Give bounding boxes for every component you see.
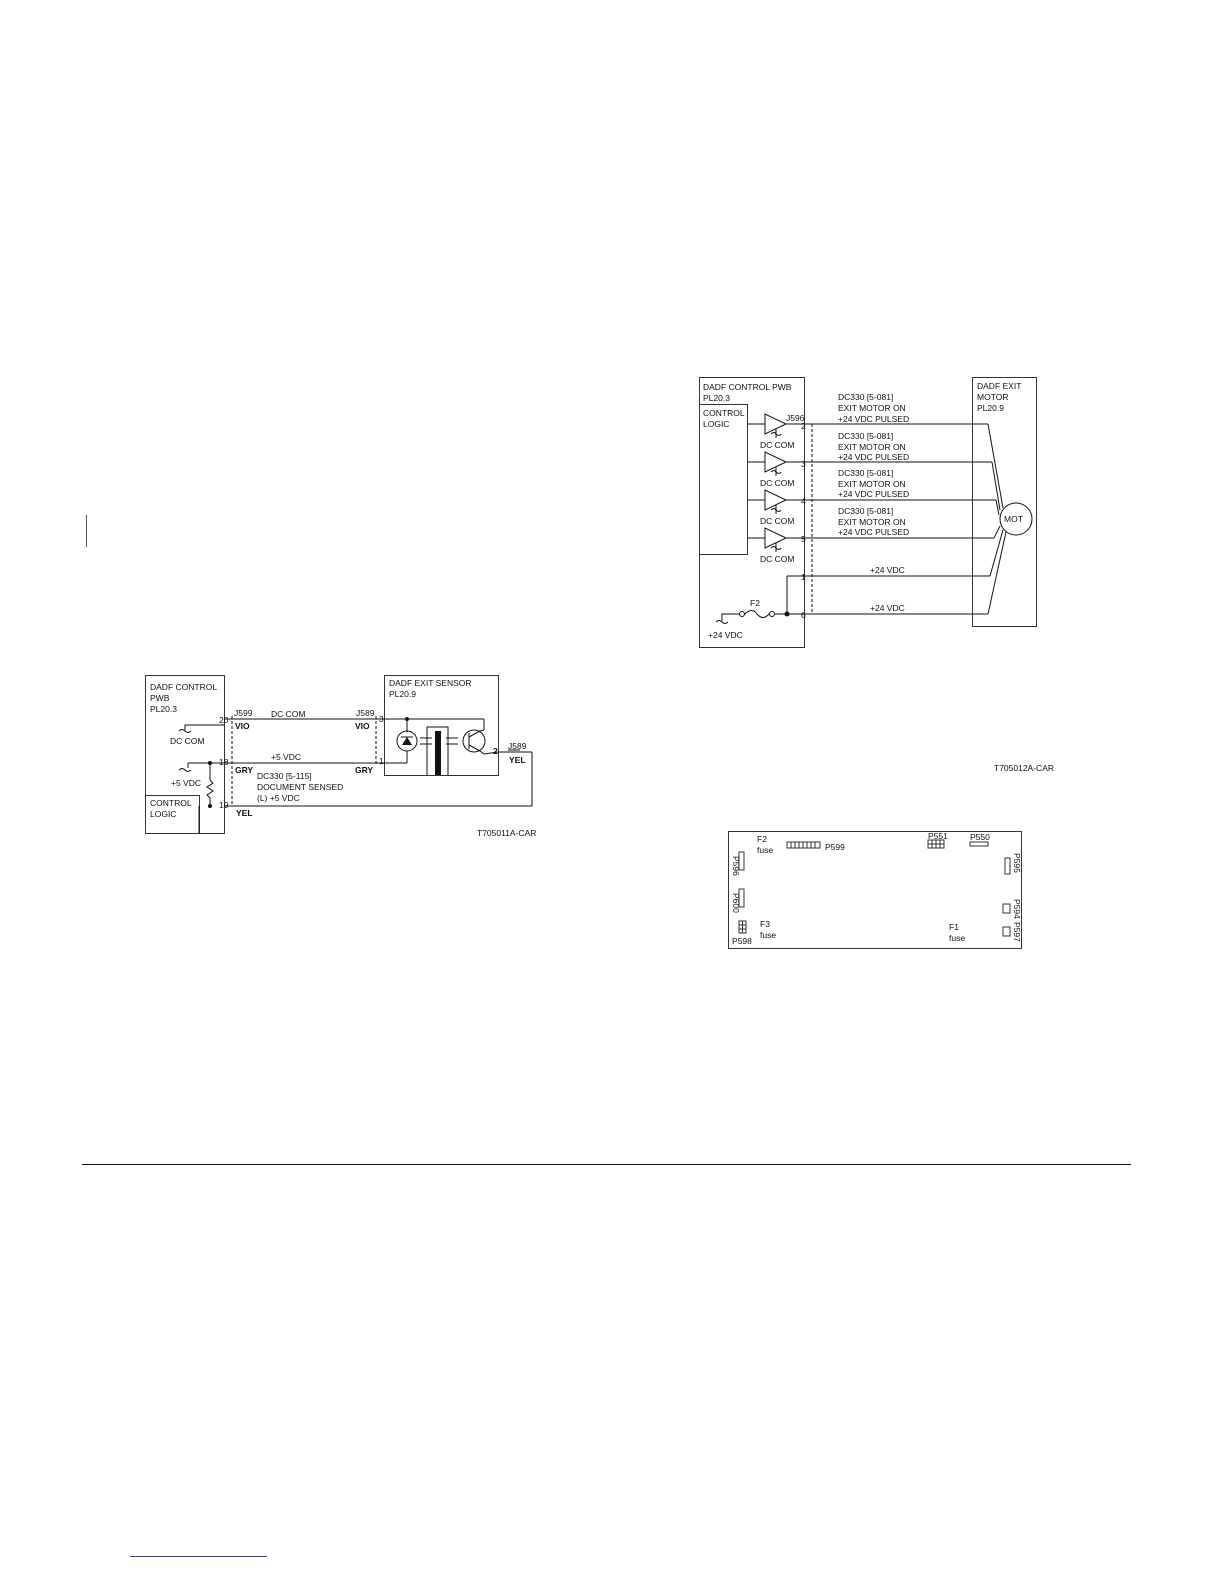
board-p598: P598	[732, 936, 752, 946]
left-pwb-title-2: PWB	[150, 693, 170, 703]
board-p599: P599	[825, 842, 845, 852]
board-f2: F2	[757, 834, 767, 844]
signal-4-note-1: DC330 [5-081]	[838, 468, 894, 478]
wire-vio-left: VIO	[235, 721, 250, 731]
driver-3	[764, 451, 812, 476]
sensor-title-2: PL20.9	[389, 689, 416, 699]
dc-com-ground-label: DC COM	[170, 736, 205, 746]
left-control-logic-2: LOGIC	[150, 809, 177, 819]
change-bar	[86, 515, 87, 547]
board-p550: P550	[970, 832, 990, 842]
signal-2-note-2: EXIT MOTOR ON	[838, 403, 906, 413]
driver-5	[764, 527, 812, 552]
conn-j599: J599	[234, 708, 253, 718]
signal-3-note-3: +24 VDC PULSED	[838, 452, 910, 462]
wire-yel-right: YEL	[509, 755, 526, 765]
connector-j596: J596	[786, 413, 805, 423]
pin-6: 6	[801, 610, 806, 620]
signal-note-1: DC330 [5-115]	[257, 771, 312, 781]
driver-2	[764, 413, 812, 438]
board-p600: P600	[731, 893, 741, 913]
wire-vio-right: VIO	[355, 721, 370, 731]
pin-18: 18	[219, 757, 229, 767]
left-figure-id: T705011A-CAR	[477, 828, 537, 838]
plus5-source-label: +5 VDC	[171, 778, 201, 788]
pin-19: 19	[219, 800, 229, 810]
board-p594: P594	[1012, 899, 1022, 919]
board-p595: P595	[1012, 853, 1022, 873]
signal-2-note-3: +24 VDC PULSED	[838, 414, 910, 424]
pin-3: 3	[379, 714, 384, 724]
pin-2: 2	[801, 421, 806, 431]
signal-3-note-1: DC330 [5-081]	[838, 431, 894, 441]
board-f3: F3	[760, 919, 770, 929]
signal-note-2: DOCUMENT SENSED	[257, 782, 344, 792]
right-control-logic-2: LOGIC	[703, 419, 730, 429]
board-p597: P597	[1012, 922, 1022, 942]
dc-com-line-label: DC COM	[271, 709, 306, 719]
right-control-logic-1: CONTROL	[703, 408, 745, 418]
signal-4-note-3: +24 VDC PULSED	[838, 489, 910, 499]
pin-5: 5	[801, 534, 806, 544]
left-pwb-title-3: PL20.3	[150, 704, 177, 714]
motor-title-3: PL20.9	[977, 403, 1004, 413]
left-control-logic-1: CONTROL	[150, 798, 192, 808]
pin-4: 4	[801, 496, 806, 506]
supply-line-6-label: +24 VDC	[870, 603, 905, 613]
pin-20: 20	[219, 715, 229, 725]
driver-4	[764, 489, 812, 514]
conn-j589-top: J589	[356, 708, 375, 718]
board-f3-fuse: fuse	[760, 930, 777, 940]
left-schematic-lines	[145, 675, 533, 834]
driver-5-ground-label: DC COM	[760, 554, 795, 564]
pin-1: 1	[379, 756, 384, 766]
pin-2: 2	[493, 746, 498, 756]
pin-3: 3	[801, 459, 806, 469]
wire-gry-left: GRY	[235, 765, 254, 775]
supply-source-label: +24 VDC	[708, 630, 743, 640]
driver-4-ground-label: DC COM	[760, 516, 795, 526]
motor-symbol-label: MOT	[1004, 514, 1023, 524]
motor-title-1: DADF EXIT	[977, 381, 1022, 391]
board-layout-lines	[728, 831, 1022, 949]
signal-5-note-2: EXIT MOTOR ON	[838, 517, 906, 527]
right-schematic-lines	[699, 377, 1037, 648]
wire-yel-bottom: YEL	[236, 808, 253, 818]
signal-5-note-3: +24 VDC PULSED	[838, 527, 910, 537]
plus5-line-label: +5 VDC	[271, 752, 301, 762]
right-figure-id: T705012A-CAR	[994, 763, 1055, 773]
signal-5-note-1: DC330 [5-081]	[838, 506, 894, 516]
left-pwb-title-1: DADF CONTROL	[150, 682, 218, 692]
supply-line-1-label: +24 VDC	[870, 565, 905, 575]
wire-gry-right: GRY	[355, 765, 374, 775]
driver-2-ground-label: DC COM	[760, 440, 795, 450]
right-pwb-title-1: DADF CONTROL PWB	[703, 382, 792, 392]
bottom-link-underline	[130, 1556, 267, 1557]
pin-1: 1	[801, 572, 806, 582]
signal-note-3: (L) +5 VDC	[257, 793, 300, 803]
signal-4-note-2: EXIT MOTOR ON	[838, 479, 906, 489]
board-f1-fuse: fuse	[949, 933, 966, 943]
board-p551: P551	[928, 831, 948, 841]
driver-3-ground-label: DC COM	[760, 478, 795, 488]
board-f2-fuse: fuse	[757, 845, 774, 855]
fuse-f2-label: F2	[750, 598, 760, 608]
signal-2-note-1: DC330 [5-081]	[838, 392, 894, 402]
board-p596: P596	[731, 856, 741, 876]
board-f1: F1	[949, 922, 959, 932]
conn-j589-right: J589	[508, 741, 527, 751]
footer-rule	[82, 1164, 1131, 1165]
signal-3-note-2: EXIT MOTOR ON	[838, 442, 906, 452]
sensor-title-1: DADF EXIT SENSOR	[389, 678, 472, 688]
right-pwb-title-2: PL20.3	[703, 393, 730, 403]
motor-title-2: MOTOR	[977, 392, 1009, 402]
